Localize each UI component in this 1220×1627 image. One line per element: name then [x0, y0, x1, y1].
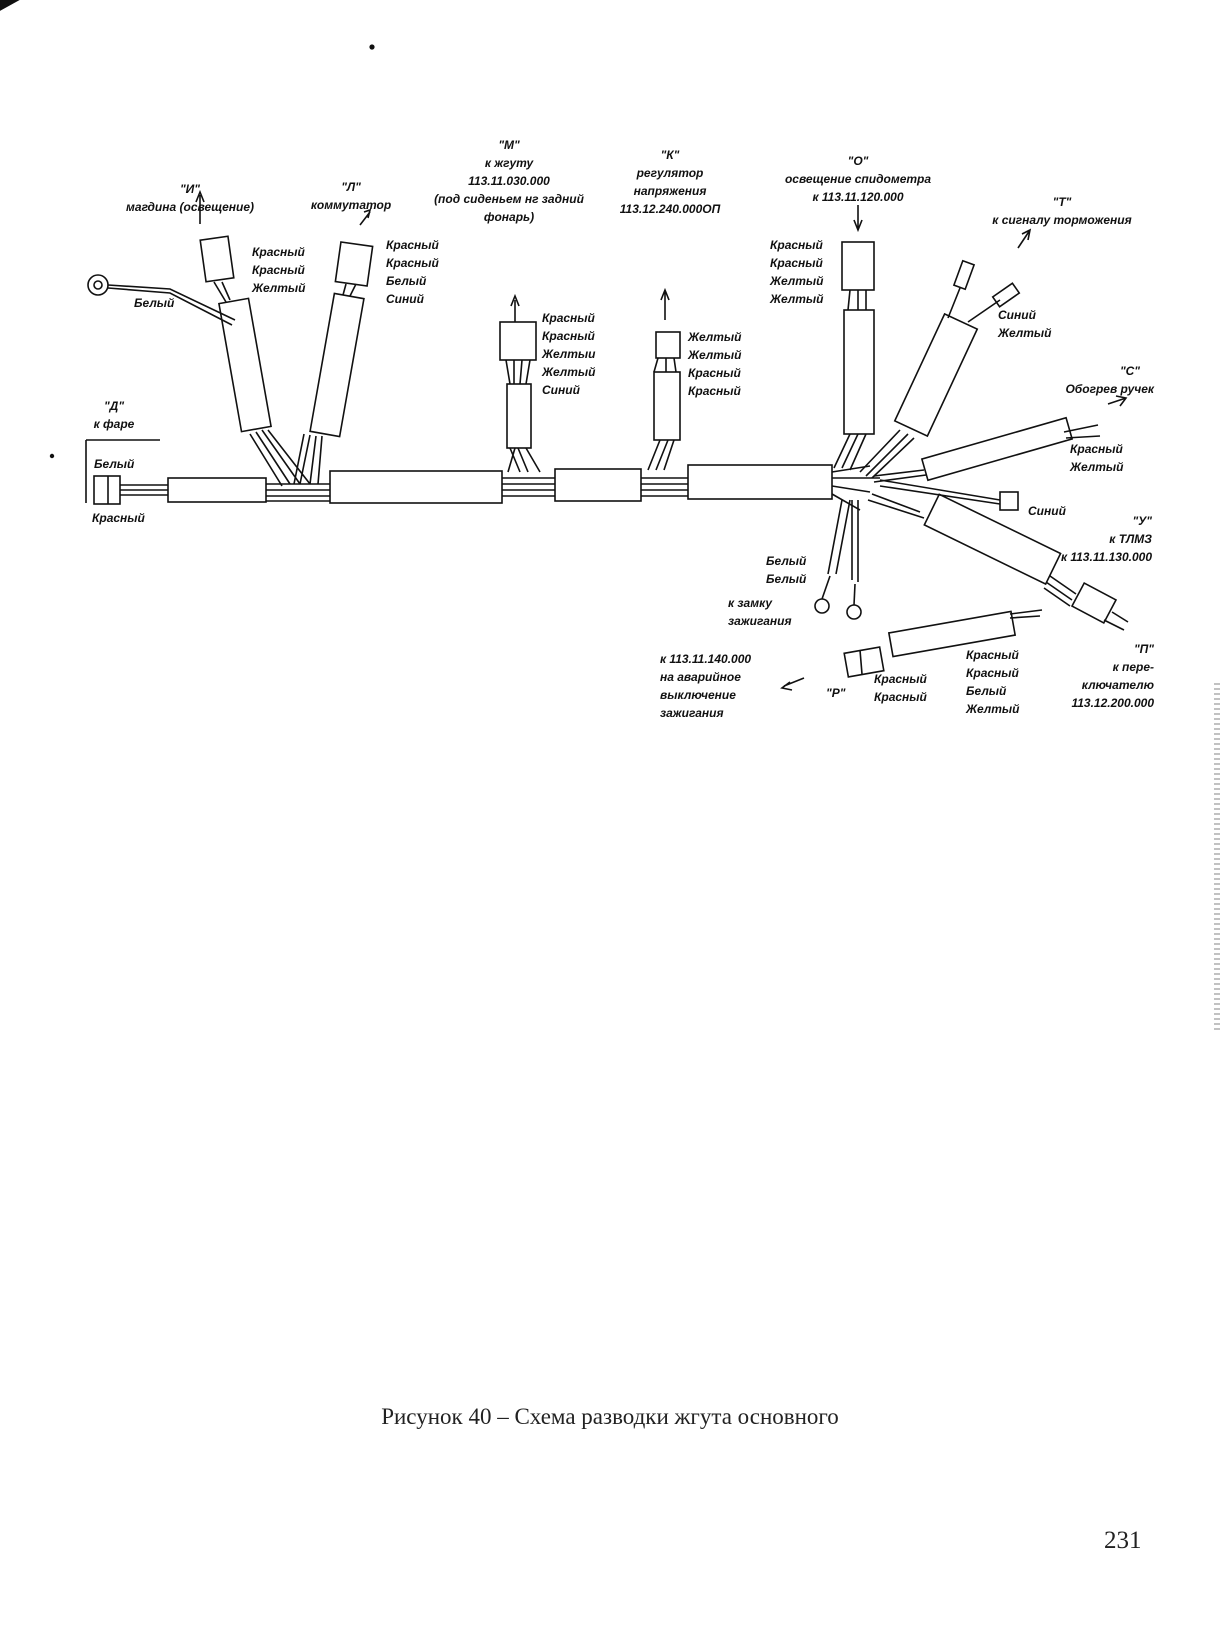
- scan-corner-mark: [0, 0, 20, 11]
- label-t: "Т"к сигналу торможения: [992, 195, 1132, 227]
- connector-d: [85, 439, 160, 505]
- label-d-bottom-wire: Красный: [92, 511, 145, 525]
- branch-s: [873, 395, 1128, 483]
- scan-speck: [369, 44, 375, 50]
- label-d: "Д"к фаре: [93, 399, 135, 431]
- label-l: "Л"коммутатор: [310, 180, 392, 212]
- main-trunk: [120, 464, 880, 511]
- figure-caption: Рисунок 40 – Схема разводки жгута основн…: [381, 1404, 839, 1429]
- ring-terminal: [87, 274, 236, 326]
- label-d-top-wire: Белый: [94, 457, 135, 471]
- branch-i: [195, 189, 311, 487]
- page-number: 231: [1104, 1527, 1142, 1554]
- label-ring-wire: Белый: [134, 296, 175, 310]
- label-i: "И"магдина (освещение): [126, 182, 254, 214]
- branch-o: [833, 205, 875, 471]
- scan-speck: [49, 453, 55, 459]
- scan-edge-artifact: [1214, 680, 1220, 1030]
- label-blue-wire: Синий: [1028, 504, 1066, 518]
- branch-ignition: [814, 499, 862, 620]
- label-r-letter: "Р": [826, 686, 846, 700]
- branch-l: [293, 208, 374, 485]
- branch-m: [499, 293, 541, 473]
- branch-k: [647, 287, 681, 471]
- label-s: "С"Обогрев ручек: [1065, 364, 1154, 396]
- branch-r: [780, 609, 1043, 691]
- branch-u: [867, 493, 1129, 631]
- branch-t: [859, 228, 1032, 479]
